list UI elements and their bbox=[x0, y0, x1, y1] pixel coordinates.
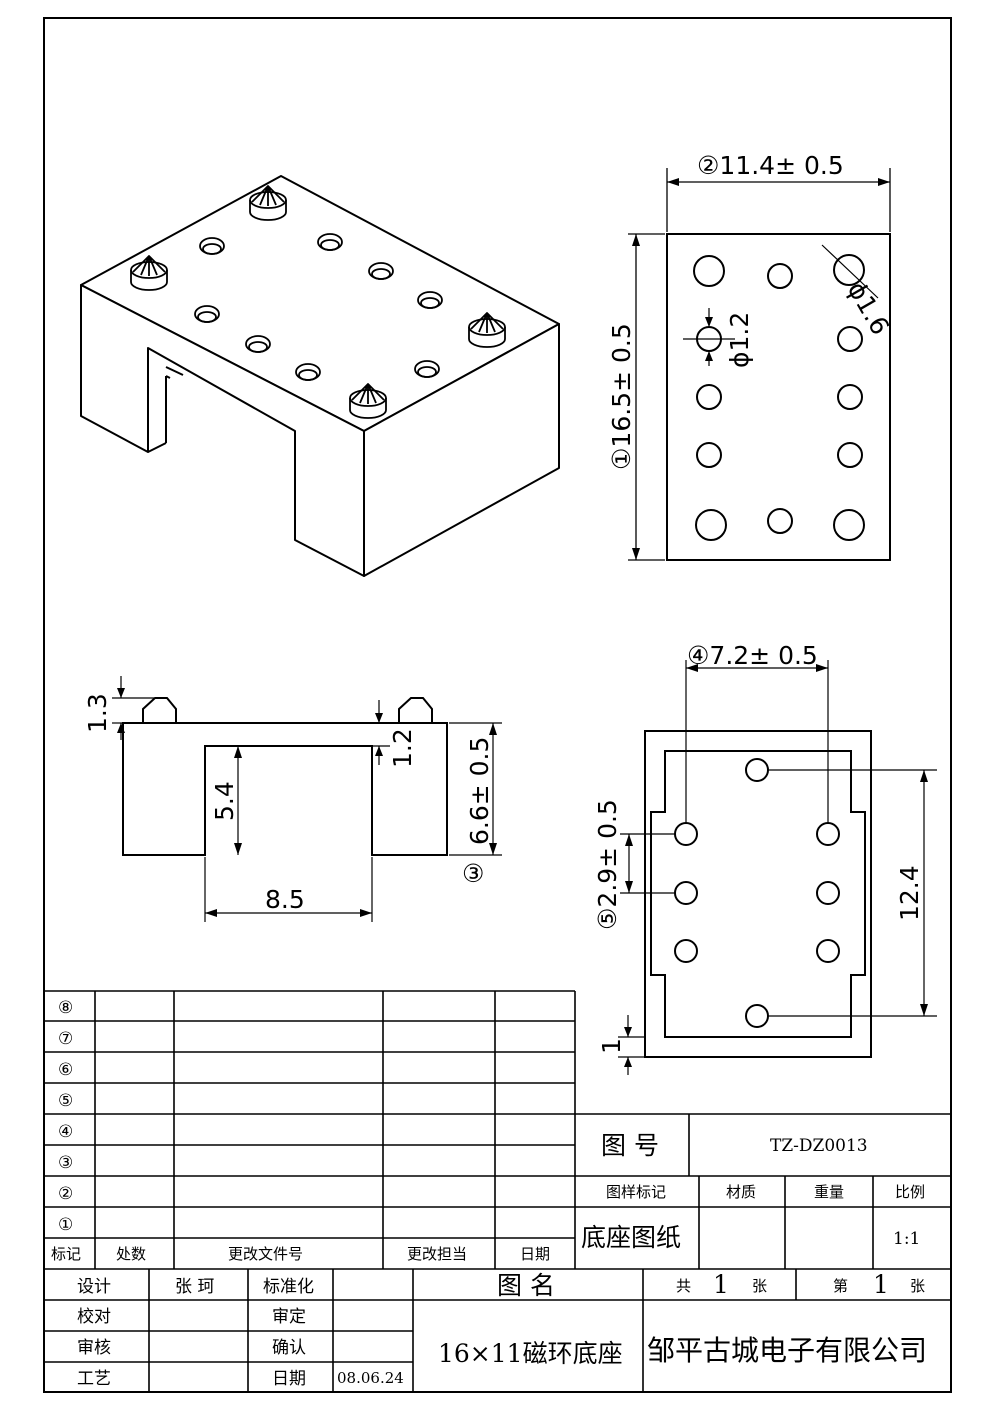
header-scale: 比例 bbox=[895, 1183, 925, 1201]
rev-header-date: 日期 bbox=[520, 1245, 550, 1263]
dim-pin-hole: ϕ1.2 bbox=[725, 312, 754, 368]
approve-label: 审定 bbox=[272, 1307, 306, 1327]
rev-mark-8: ⑧ bbox=[58, 998, 73, 1018]
date-label: 日期 bbox=[272, 1369, 306, 1389]
rev-header-file: 更改文件号 bbox=[228, 1245, 303, 1263]
total-label-a: 共 bbox=[676, 1277, 691, 1295]
rev-mark-3: ③ bbox=[58, 1153, 73, 1173]
pins bbox=[130, 185, 506, 419]
standardize-label: 标准化 bbox=[263, 1277, 314, 1297]
front-view bbox=[112, 676, 502, 922]
dim-total-height: 6.6± 0.5 bbox=[465, 737, 494, 845]
designer-name: 张 珂 bbox=[175, 1277, 214, 1297]
top-holes bbox=[194, 233, 443, 381]
bottom-view bbox=[618, 660, 937, 1075]
rev-mark-7: ⑦ bbox=[58, 1029, 73, 1049]
rev-mark-2: ② bbox=[58, 1184, 73, 1204]
check-label: 校对 bbox=[77, 1307, 111, 1327]
rev-header-mark: 标记 bbox=[51, 1245, 81, 1263]
review-label: 审核 bbox=[77, 1338, 111, 1358]
scale-value: 1:1 bbox=[893, 1229, 920, 1249]
header-material: 材质 bbox=[726, 1183, 756, 1201]
revision-table bbox=[44, 990, 951, 1392]
company-name: 邹平古城电子有限公司 bbox=[647, 1334, 927, 1367]
rev-mark-4: ④ bbox=[58, 1122, 73, 1142]
dim-bottom-width: ④7.2± 0.5 bbox=[687, 641, 818, 670]
drawing-type: 底座图纸 bbox=[581, 1223, 681, 1252]
isometric-view bbox=[80, 175, 560, 577]
sheet-border bbox=[43, 17, 952, 1393]
sheet-label-a: 第 bbox=[833, 1277, 848, 1295]
confirm-label: 确认 bbox=[272, 1338, 306, 1358]
dim-pitch: ⑤2.9± 0.5 bbox=[593, 799, 622, 930]
part-name: 16×11磁环底座 bbox=[438, 1339, 623, 1368]
design-label: 设计 bbox=[77, 1277, 111, 1297]
dim-big-hole: ϕ1.6 bbox=[842, 277, 895, 340]
name-label: 图 名 bbox=[497, 1271, 555, 1300]
dim-top-width: ②11.4± 0.5 bbox=[697, 151, 844, 180]
dim-slot-depth: 5.4 bbox=[210, 781, 239, 821]
rev-mark-5: ⑤ bbox=[58, 1091, 73, 1111]
top-view bbox=[628, 168, 891, 561]
dim-pin-height: 1.3 bbox=[83, 693, 112, 733]
dim-top-height: ①16.5± 0.5 bbox=[607, 323, 636, 470]
header-mark: 图样标记 bbox=[606, 1183, 666, 1201]
sheet-no: 1 bbox=[873, 1270, 889, 1299]
header-weight: 重量 bbox=[814, 1183, 844, 1201]
dim-height-marker: ③ bbox=[462, 859, 484, 888]
dim-span: 12.4 bbox=[895, 865, 924, 921]
date-value: 08.06.24 bbox=[337, 1369, 404, 1387]
process-label: 工艺 bbox=[77, 1369, 111, 1389]
rev-mark-1: ① bbox=[58, 1215, 73, 1235]
total-count: 1 bbox=[713, 1270, 729, 1299]
drawing-no-label: 图 号 bbox=[601, 1131, 659, 1160]
drawing-no: TZ-DZ0013 bbox=[770, 1136, 868, 1156]
rev-mark-6: ⑥ bbox=[58, 1060, 73, 1080]
total-label-b: 张 bbox=[752, 1277, 767, 1295]
rev-header-owner: 更改担当 bbox=[407, 1245, 467, 1263]
dim-pin-offset: 1.2 bbox=[388, 728, 417, 768]
sheet-label-b: 张 bbox=[910, 1277, 925, 1295]
rev-header-count: 处数 bbox=[116, 1245, 146, 1263]
dim-slot-width: 8.5 bbox=[265, 885, 305, 914]
dim-edge: 1 bbox=[597, 1038, 626, 1054]
